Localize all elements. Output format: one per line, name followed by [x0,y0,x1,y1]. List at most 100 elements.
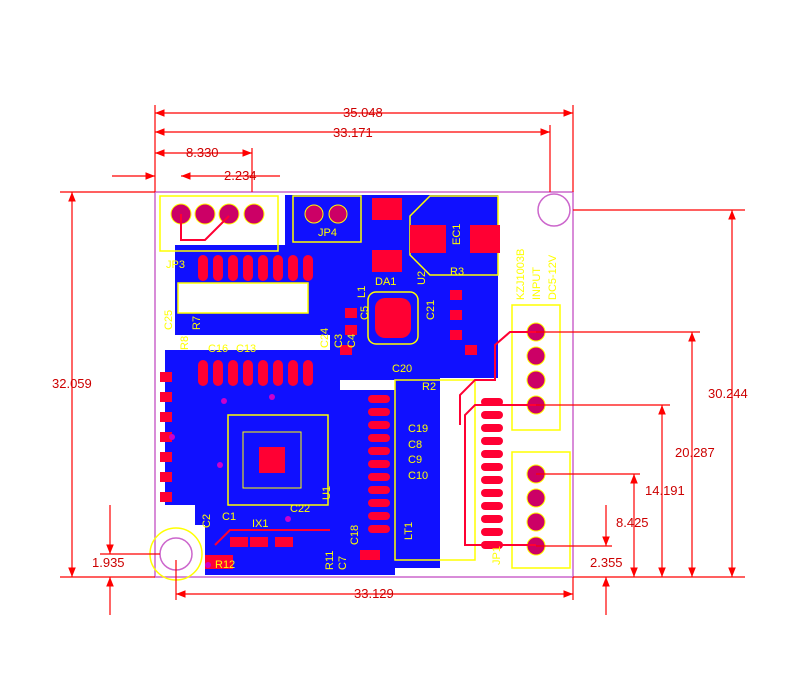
label-input: INPUT [531,267,543,300]
label-r8: R8 [179,336,191,350]
label-c9: C9 [408,454,422,466]
lt1-pad [368,486,390,494]
label-c5: C5 [359,306,371,320]
label-voltage: DC5-12V [547,254,559,300]
u1-outline [227,414,329,506]
lt1-pad [481,528,503,536]
pads-layer [160,198,546,569]
da1-pad [372,250,402,272]
lt1-pad [481,502,503,510]
lt1-pad [481,437,503,445]
smd-pad [160,452,172,462]
label-r12: R12 [215,559,235,571]
da1-pad [372,198,402,220]
dim-text-bottom-width: 33.129 [354,586,394,601]
label-c25: C25 [163,310,175,330]
trace [464,404,536,546]
ec1-pad [410,225,446,253]
label-c1: C1 [222,511,236,523]
silkscreen-layer [159,195,571,569]
smd-pad [160,412,172,422]
label-r2: R2 [422,381,436,393]
jp1-outline [511,451,571,569]
jp3-pad [194,203,216,225]
hx-outline [177,282,309,314]
ec1-pad [470,225,500,253]
label-jp4: JP4 [318,227,337,239]
dim-text-left-offset: 8.330 [186,145,219,160]
dim-text-bottom-left-offset: 1.935 [92,555,125,570]
dim-text-lower-height: 14.191 [645,483,685,498]
lt1-pad [481,463,503,471]
label-c7: C7 [337,556,349,570]
copper-pour-lower [205,390,395,575]
white-cutout [178,283,308,313]
smd-pad [345,308,357,318]
lt1-pad [481,489,503,497]
dimension-lines [60,105,745,615]
smd-pad [230,537,248,547]
label-c18: C18 [349,525,361,545]
jp4-pad [328,204,348,224]
jp2-outline [511,304,561,431]
jp2-pad [526,346,546,366]
lt1-pad [368,434,390,442]
smd-pad [450,330,462,340]
via [217,462,223,468]
lt1-pad [368,525,390,533]
u1-center-pad [259,447,285,473]
lt1-pad [368,447,390,455]
smd-pad [450,290,462,300]
hx-pad [243,255,253,281]
label-u1: U1 [321,486,333,500]
hx-pad [258,255,268,281]
dim-text-pin-pitch: 2.234 [224,168,257,183]
ic-pad [288,360,298,386]
dim-text-inner-width: 33.171 [333,125,373,140]
lt1-pad [368,473,390,481]
lt1-pad [368,512,390,520]
smd-pad [275,537,293,547]
mounting-hole-top-right [537,193,571,227]
via [205,562,211,568]
l1-outline [367,291,419,345]
label-jp1: JP1 [491,546,503,565]
lt1-outline [394,379,476,561]
lt1-pads-left [368,395,390,533]
lt1-pad [481,476,503,484]
lt1-pad [368,408,390,416]
hx-pad [303,255,313,281]
label-c20: C20 [392,363,412,375]
ic-pad [273,360,283,386]
jp3-outline [159,195,279,252]
jp1-pad [526,512,546,532]
label-c22: C22 [290,503,310,515]
label-r11: R11 [324,551,336,570]
jp3-pad [218,203,240,225]
label-c4: C4 [346,334,358,348]
via [285,516,291,522]
dim-text-bottom-height: 8.425 [616,515,649,530]
lt1-pad [481,411,503,419]
via-layer [169,394,291,568]
jp4-pad [304,204,324,224]
trace-layer [180,214,536,546]
smd-pad [450,310,462,320]
jp3-pad [243,203,265,225]
label-lt1: LT1 [403,522,415,540]
lt1-pad [368,499,390,507]
label-c13: C13 [236,343,256,355]
lt1-pads-right [481,398,503,549]
ic-pad [198,360,208,386]
label-r7: R7 [191,316,203,330]
smd-pad [250,537,268,547]
label-c2: C2 [201,514,213,528]
hx-pad [273,255,283,281]
via [169,434,175,440]
label-c10: C10 [408,470,428,482]
label-da1: DA1 [375,276,396,288]
smd-pad [160,372,172,382]
via [269,394,275,400]
component-labels: JP4 JP3 EC1 R3 U2 DA1 L1 C21 C24 C3 C4 C… [163,224,559,571]
hx-pad [198,255,208,281]
